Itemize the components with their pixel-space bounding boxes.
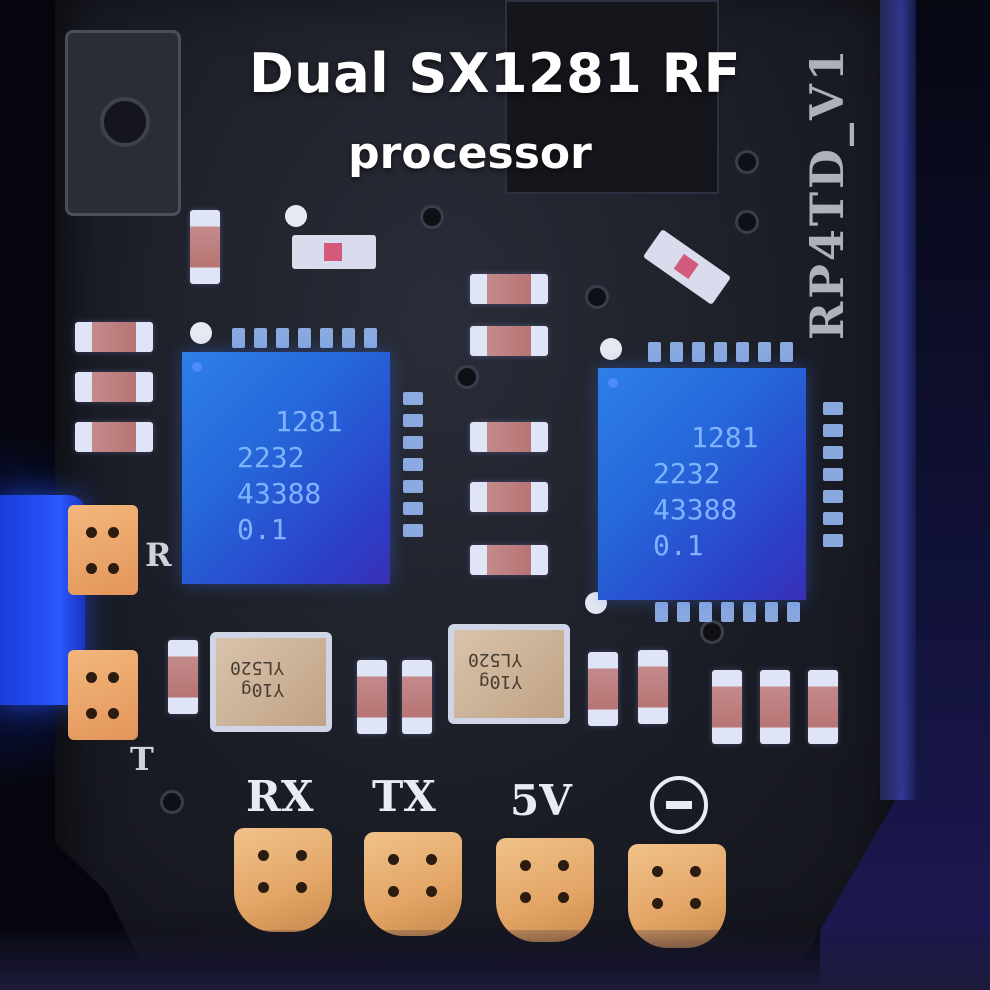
top-ic — [505, 0, 719, 194]
tactile-button — [65, 30, 181, 216]
silk-label-t: T — [130, 740, 154, 778]
silk-dot — [190, 322, 212, 344]
pad-label-5v: 5V — [510, 776, 572, 825]
smd-capacitor — [588, 652, 618, 726]
ground-minus-icon — [650, 776, 708, 834]
silk-dot — [600, 338, 622, 360]
smd-capacitor — [168, 640, 198, 714]
chip-pins — [648, 342, 793, 362]
via — [735, 210, 759, 234]
via — [585, 285, 609, 309]
side-pad-t — [68, 650, 138, 740]
via — [735, 150, 759, 174]
chip-pins — [823, 402, 843, 547]
smd-resistor — [75, 322, 153, 352]
smd-resistor — [75, 422, 153, 452]
pcb-edge — [880, 0, 916, 800]
smd-capacitor — [808, 670, 838, 744]
pad-label-tx: TX — [372, 772, 436, 821]
via — [160, 790, 184, 814]
smd-resistor — [75, 372, 153, 402]
pad-label-rx: RX — [246, 772, 314, 821]
chip-pins — [655, 602, 800, 622]
foreground-surface — [0, 930, 990, 990]
smd-capacitor — [402, 660, 432, 734]
via — [700, 620, 724, 644]
side-pad-r — [68, 505, 138, 595]
smd-resistor — [470, 274, 548, 304]
headline-line-2: processor — [348, 128, 592, 179]
via — [455, 365, 479, 389]
chip-pins — [232, 328, 377, 348]
headline-line-1: Dual SX1281 RF — [248, 42, 742, 105]
led — [292, 235, 376, 269]
smd-capacitor — [190, 210, 220, 284]
solder-pad-tx — [364, 832, 462, 936]
smd-capacitor — [712, 670, 742, 744]
smd-resistor — [470, 545, 548, 575]
smd-resistor — [470, 422, 548, 452]
smd-resistor — [470, 482, 548, 512]
silk-dot — [285, 205, 307, 227]
smd-capacitor — [357, 660, 387, 734]
smd-capacitor — [760, 670, 790, 744]
solder-pad-5v — [496, 838, 594, 942]
solder-pad-rx — [234, 828, 332, 932]
chip-pins — [403, 392, 423, 537]
smd-capacitor — [638, 650, 668, 724]
silk-label-r: R — [145, 536, 172, 574]
via — [420, 205, 444, 229]
smd-resistor — [470, 326, 548, 356]
